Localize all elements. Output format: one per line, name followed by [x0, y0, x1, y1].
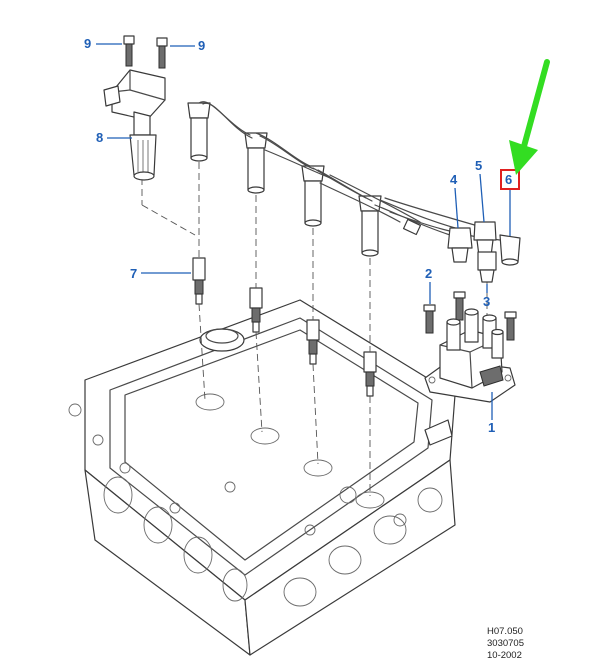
- lead-boot-2: [244, 132, 268, 194]
- callout-2: 2: [425, 266, 432, 304]
- svg-text:2: 2: [425, 266, 432, 281]
- spark-plug-1: [192, 257, 206, 305]
- callouts: 9 9 8 7 4 5 6 2: [84, 36, 520, 435]
- lead-boot-1: [187, 102, 211, 162]
- svg-text:3: 3: [483, 294, 490, 309]
- svg-text:H07.050: H07.050: [487, 626, 523, 637]
- svg-text:7: 7: [130, 266, 137, 281]
- spark-plug-2: [249, 287, 263, 333]
- callout-6-highlight-box: [500, 169, 520, 190]
- spark-plug-3: [306, 319, 320, 365]
- svg-text:5: 5: [475, 158, 482, 173]
- lead-boot-3: [301, 165, 325, 227]
- lead-boot-5-distributor: [473, 221, 497, 257]
- ignition-coil: [103, 69, 166, 181]
- svg-text:10-2002: 10-2002: [487, 650, 522, 661]
- ignition-lead-set: [187, 101, 521, 283]
- callout-3: 3: [483, 284, 490, 309]
- spark-plugs: [192, 257, 377, 397]
- svg-text:9: 9: [84, 36, 91, 51]
- svg-text:6: 6: [505, 172, 512, 187]
- coil-pack: [423, 291, 517, 403]
- callout-5: 5: [475, 158, 485, 223]
- svg-text:3030705: 3030705: [487, 638, 524, 649]
- green-arrow-icon: [509, 59, 550, 175]
- svg-text:9: 9: [198, 38, 205, 53]
- lead-boot-4: [358, 195, 382, 257]
- callout-1: 1: [488, 392, 495, 435]
- callout-4: 4: [450, 172, 459, 229]
- lead-boot-4-distributor: [447, 227, 473, 263]
- reference-code: H07.050 3030705 10-2002: [487, 626, 524, 661]
- svg-text:4: 4: [450, 172, 458, 187]
- lead-boot-6-distributor: [499, 234, 521, 266]
- callout-6: 6: [500, 169, 520, 236]
- bolt-9-left: [123, 35, 135, 67]
- callout-8: 8: [96, 130, 132, 145]
- bolt-2: [423, 304, 436, 334]
- svg-text:8: 8: [96, 130, 103, 145]
- spark-plug-4: [363, 351, 377, 397]
- callout-7: 7: [130, 266, 191, 281]
- bolt-9-right: [156, 37, 168, 69]
- callout-9-right: 9: [170, 38, 205, 53]
- callout-9-left: 9: [84, 36, 122, 51]
- svg-text:1: 1: [488, 420, 495, 435]
- cylinder-head: [68, 299, 456, 656]
- lead-boot-3-distributor: [477, 251, 497, 283]
